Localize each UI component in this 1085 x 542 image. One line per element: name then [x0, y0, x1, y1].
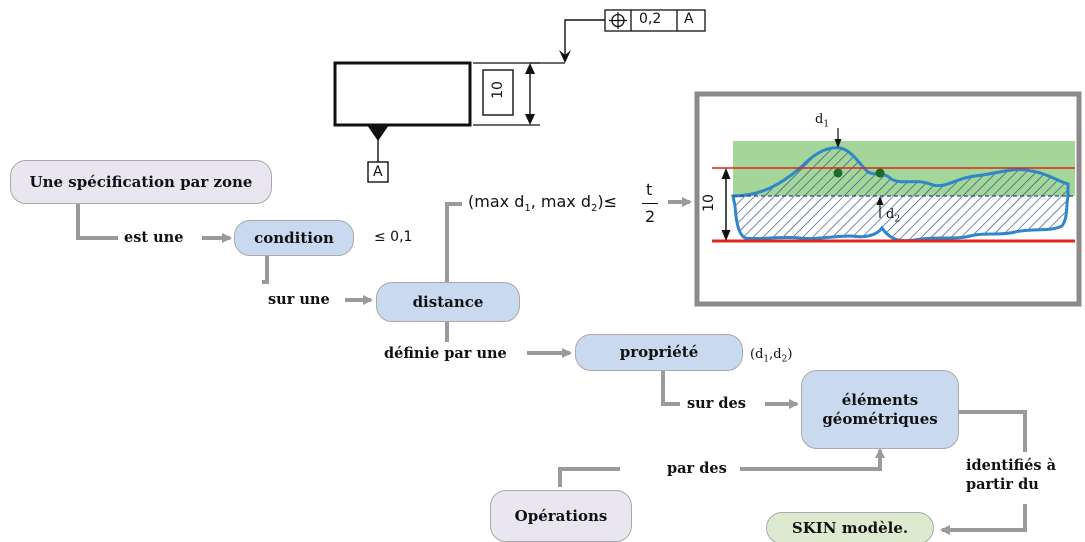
label-sur-des: sur des: [687, 395, 746, 412]
label-definie: définie par une: [384, 345, 507, 362]
connector-spec: [76, 200, 118, 240]
inset-dimension-value: 10: [700, 194, 717, 212]
label-par-des: par des: [667, 460, 727, 477]
part-drawing: [333, 9, 706, 183]
node-operations: Opérations: [490, 490, 632, 542]
part-rectangle: [333, 61, 472, 127]
arrow-to-elements-2: [740, 448, 885, 471]
datum-label: A: [373, 164, 383, 180]
frame-tolerance-value: 0,2: [639, 11, 662, 27]
connector-condition: [262, 254, 269, 284]
node-elements: éléments géométriques: [801, 370, 959, 449]
node-distance: distance: [376, 282, 520, 322]
arrow-to-skin: [940, 504, 1027, 535]
frame-leader: [564, 19, 605, 58]
threshold-value: ≤ 0,1: [374, 229, 413, 245]
node-skin: SKIN modèle.: [766, 512, 934, 542]
connector-operations: [558, 467, 620, 487]
frame-datum-label: A: [684, 11, 694, 27]
node-propriete: propriété: [575, 334, 743, 371]
fraction-bar: [642, 203, 658, 204]
inset-d2-label: d2: [886, 207, 901, 225]
node-specification: Une spécification par zone: [10, 160, 272, 204]
feature-control-frame: [604, 9, 706, 32]
distance-condition-formula: (max d1, max d2)≤: [468, 192, 618, 215]
connector-distance-up: [445, 202, 462, 283]
fraction-numerator: t: [646, 180, 653, 199]
property-values: (d1,d2): [750, 347, 793, 365]
label-identifies: identifiés à partir du: [966, 457, 1056, 493]
connector-propriete: [661, 369, 680, 406]
drawing-dimension-value: 10: [489, 81, 506, 99]
label-est-une: est une: [124, 229, 184, 246]
connector-elements: [958, 410, 1027, 452]
datum-box: [367, 161, 389, 183]
node-condition: condition: [234, 220, 354, 256]
inset-d1-label: d1: [815, 112, 830, 130]
fraction-denominator: 2: [645, 207, 656, 226]
label-sur-une: sur une: [268, 291, 330, 308]
point-d1: [833, 168, 843, 178]
tolerance-zone-figure: [694, 91, 1082, 307]
point-d2: [875, 168, 885, 178]
datum-triangle: [367, 125, 389, 141]
connectors: [76, 197, 1027, 535]
dimension-box: [482, 69, 514, 116]
